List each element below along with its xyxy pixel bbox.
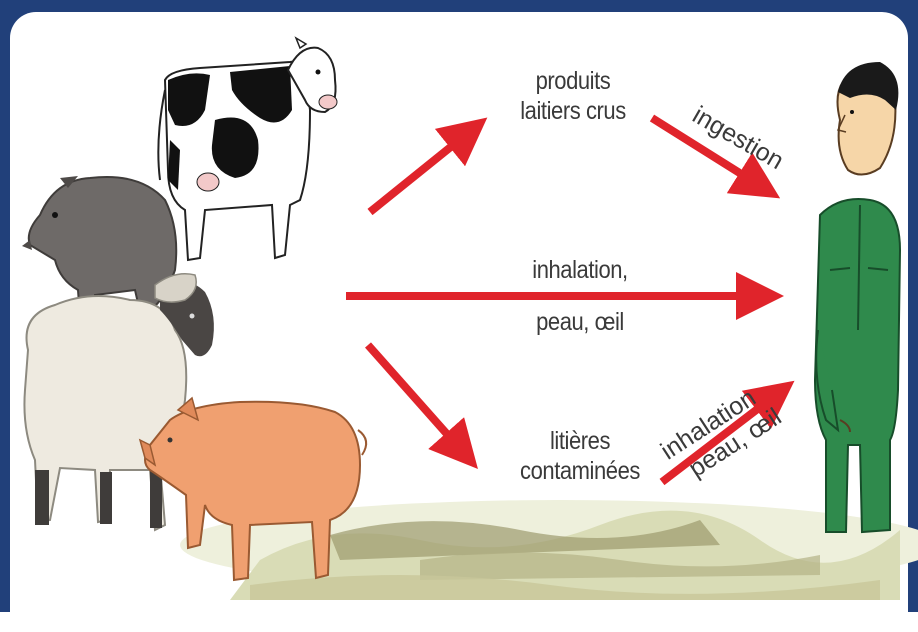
arrow-to-dairy (370, 125, 478, 212)
inhalation-middle-line1: inhalation, (514, 255, 646, 285)
cow-icon (158, 38, 337, 260)
inhalation-middle-line2: peau, œil (514, 307, 646, 337)
dairy-label-line2: laitiers crus (507, 96, 639, 126)
litter-label-line1: litières (510, 426, 651, 456)
inhalation-middle-label: inhalation, peau, œil (514, 255, 646, 337)
diagram-illustration (0, 0, 918, 612)
person-icon (815, 62, 900, 532)
litter-label: litières contaminées (510, 426, 651, 486)
dairy-label-line1: produits (507, 66, 639, 96)
litter-label-line2: contaminées (510, 456, 651, 486)
dairy-label: produits laitiers crus (507, 66, 639, 126)
arrow-to-litter (368, 345, 470, 460)
